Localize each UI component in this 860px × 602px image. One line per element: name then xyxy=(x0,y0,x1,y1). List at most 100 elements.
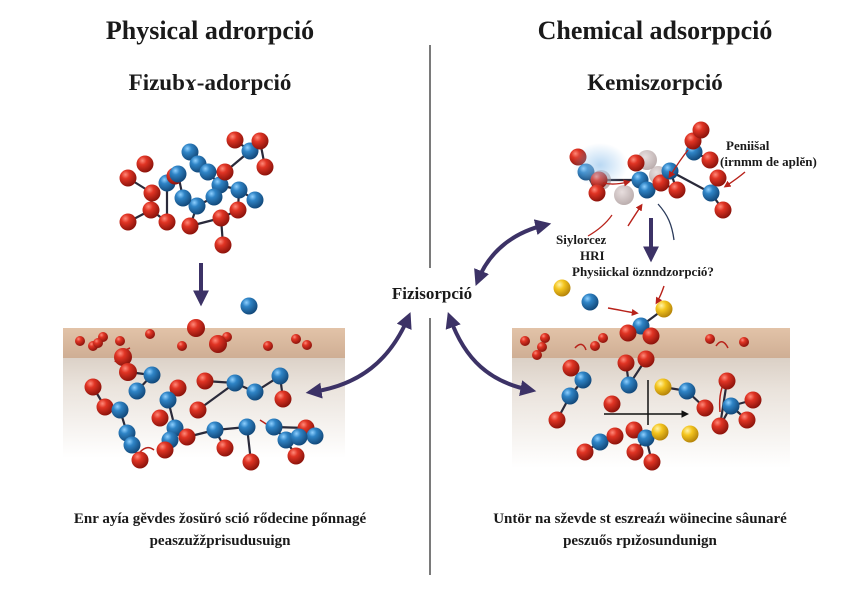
red-atom xyxy=(115,336,125,346)
annotation-top-line2: (irnmm de aplĕn) xyxy=(720,154,817,169)
red-atom xyxy=(263,341,273,351)
red-atom xyxy=(187,319,205,337)
red-atom xyxy=(119,213,137,231)
red-atom xyxy=(637,350,655,368)
red-atom xyxy=(119,169,137,187)
red-atom xyxy=(606,427,624,445)
blue-atom xyxy=(174,189,192,207)
red-atom xyxy=(692,121,710,139)
curve-line xyxy=(587,214,613,237)
pointer-arrow xyxy=(723,171,746,188)
red-atom xyxy=(291,334,301,344)
red-atom xyxy=(229,201,247,219)
blue-atom xyxy=(199,163,217,181)
red-atom xyxy=(603,395,621,413)
blue-atom xyxy=(561,387,579,405)
red-atom xyxy=(251,132,269,150)
blue-atom xyxy=(123,436,141,454)
blue-atom xyxy=(277,431,295,449)
red-atom xyxy=(189,401,207,419)
annotation-mid-line2: HRI xyxy=(580,248,605,263)
red-atom xyxy=(158,213,176,231)
red-atom xyxy=(216,439,234,457)
interaction-line xyxy=(574,343,587,351)
arrow-center-to-left-substrate xyxy=(305,312,412,399)
pointer-arrow xyxy=(602,179,631,187)
blue-atom xyxy=(290,428,308,446)
red-atom xyxy=(93,338,103,348)
red-atom xyxy=(302,340,312,350)
reaction-glow xyxy=(572,143,628,187)
red-atom xyxy=(226,131,244,149)
red-atom xyxy=(711,417,729,435)
red-atom xyxy=(216,163,234,181)
red-atom xyxy=(696,399,714,417)
yellow-atom xyxy=(553,279,571,297)
annotation-mid-line3: Physiickal öznndzorpció? xyxy=(572,264,714,279)
red-atom xyxy=(214,236,232,254)
left-subtitle: Fizubɤ-adorpció xyxy=(128,70,292,95)
red-atom xyxy=(590,341,600,351)
red-atom xyxy=(576,443,594,461)
red-atom xyxy=(643,453,661,471)
red-atom xyxy=(532,350,542,360)
red-atom xyxy=(142,201,160,219)
red-atom xyxy=(96,398,114,416)
red-atom xyxy=(701,151,719,169)
blue-atom xyxy=(246,383,264,401)
red-atom xyxy=(274,390,292,408)
red-atom xyxy=(744,391,762,409)
red-atom xyxy=(617,354,635,372)
center-label: Fizisorpció xyxy=(391,284,473,303)
arrow-center-to-right-top xyxy=(474,219,552,286)
red-atom xyxy=(212,209,230,227)
left-caption-line1: Enr ayía gĕvdes žosŭró sció rődecine pőn… xyxy=(73,511,367,527)
red-atom xyxy=(119,363,137,381)
interaction-line xyxy=(715,341,729,349)
red-atom xyxy=(169,379,187,397)
blue-atom xyxy=(169,165,187,183)
red-atom xyxy=(287,447,305,465)
left-title: Physical adrorpció xyxy=(105,16,315,45)
red-atom xyxy=(626,443,644,461)
blue-atom xyxy=(702,184,720,202)
red-atom xyxy=(709,169,727,187)
red-atom xyxy=(114,348,132,366)
blue-atom xyxy=(620,376,638,394)
red-atom xyxy=(627,154,645,172)
red-atom xyxy=(705,334,715,344)
annotation-top-line1: Peniišal xyxy=(726,138,770,153)
red-atom xyxy=(548,411,566,429)
pointer-arrow xyxy=(668,149,689,179)
blue-atom xyxy=(159,391,177,409)
left-caption: Enr ayía gĕvdes žosŭró sció rődecine pőn… xyxy=(20,508,420,552)
arrow-center-to-right-substrate xyxy=(445,311,537,396)
blue-atom xyxy=(574,371,592,389)
blue-atom xyxy=(265,418,283,436)
blue-atom xyxy=(226,374,244,392)
yellow-atom xyxy=(655,300,673,318)
blue-atom xyxy=(128,382,146,400)
red-atom xyxy=(714,201,732,219)
right-subtitle: Kemiszorpció xyxy=(587,70,723,95)
pointer-arrow xyxy=(627,203,643,227)
red-atom xyxy=(738,411,756,429)
red-atom xyxy=(588,184,606,202)
blue-atom xyxy=(143,366,161,384)
blue-atom xyxy=(181,143,199,161)
pointer-arrow xyxy=(655,285,665,305)
red-atom xyxy=(668,181,686,199)
red-atom xyxy=(739,337,749,347)
blue-atom xyxy=(722,397,740,415)
blue-atom xyxy=(246,191,264,209)
red-atom xyxy=(718,372,736,390)
blue-atom xyxy=(591,433,609,451)
blue-atom xyxy=(111,401,129,419)
blue-atom xyxy=(230,181,248,199)
annotation-mid: Siylorcez HRI Physiickal öznndzorpció? xyxy=(556,232,714,280)
left-substrate xyxy=(63,328,345,458)
yellow-atom xyxy=(681,425,699,443)
blue-atom xyxy=(306,427,324,445)
red-atom xyxy=(178,428,196,446)
